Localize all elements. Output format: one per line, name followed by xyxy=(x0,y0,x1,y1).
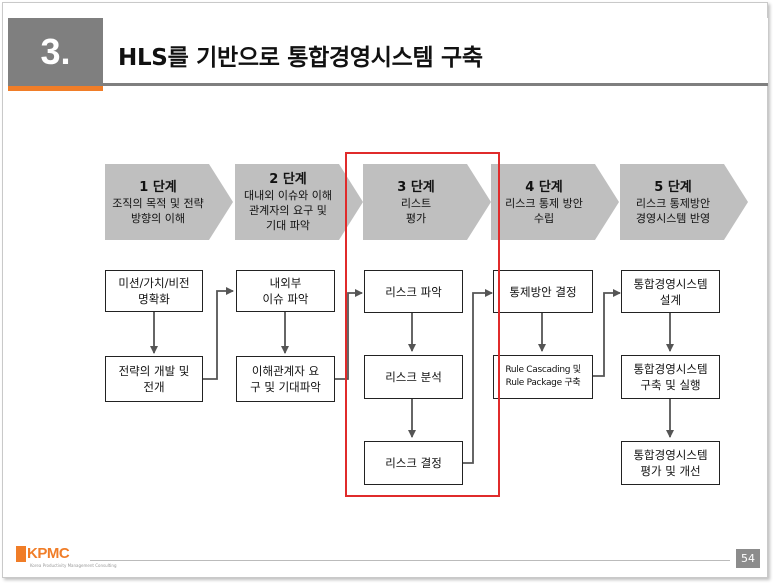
box-risk-decision: 리스크 결정 xyxy=(364,441,463,485)
stage-1-desc: 조직의 목적 및 전략 방향의 이해 xyxy=(112,196,204,225)
stage-3-highlight xyxy=(345,152,500,497)
box-mission-vision: 미션/가치/비전 명확화 xyxy=(105,270,203,312)
arrow-s4-to-s5 xyxy=(593,289,621,377)
box-rule-cascading: Rule Cascading 및 Rule Package 구축 xyxy=(493,355,593,399)
box-ims-implementation: 통합경영시스템 구축 및 실행 xyxy=(621,355,720,399)
stage-2: 2 단계 대내외 이슈와 이해 관계자의 요구 및 기대 파악 xyxy=(235,164,363,240)
stage-2-title: 2 단계 xyxy=(269,172,307,187)
logo-tagline: Korea Productivity Management Consulting xyxy=(30,563,117,568)
stage-5-desc: 리스크 통제방안 경영시스템 반영 xyxy=(635,196,711,225)
stage-4-desc: 리스크 통제 방안 수립 xyxy=(505,196,583,225)
stage-3-desc: 리스트 평가 xyxy=(400,196,432,225)
stage-1-chevron xyxy=(105,164,233,240)
logo-mark-icon xyxy=(16,545,26,562)
box-internal-external-issues: 내외부 이슈 파악 xyxy=(236,270,335,312)
footer-divider xyxy=(90,560,730,561)
stage-4-chevron xyxy=(491,164,619,240)
arrow-s1-to-s2 xyxy=(203,287,234,380)
logo-wordmark: KPMC xyxy=(27,545,70,562)
stage-5-title: 5 단계 xyxy=(654,179,692,195)
box-risk-analysis: 리스크 분석 xyxy=(364,355,463,399)
arrow-s3-to-s4 xyxy=(463,289,493,464)
stage-2-desc: 대내외 이슈와 이해 관계자의 요구 및 기대 파악 xyxy=(244,189,332,232)
stage-2-chevron xyxy=(235,164,363,240)
page-number: 54 xyxy=(736,549,760,568)
stage-5: 5 단계 리스크 통제방안 경영시스템 반영 xyxy=(620,164,748,240)
title-bar xyxy=(103,18,768,86)
stage-3-title: 3 단계 xyxy=(397,179,435,195)
stage-5-chevron xyxy=(620,164,748,240)
stage-3: 3 단계 리스트 평가 xyxy=(363,164,491,240)
stage-3-chevron xyxy=(363,164,491,240)
stage-4: 4 단계 리스크 통제 방안 수립 xyxy=(491,164,619,240)
box-risk-identification: 리스크 파악 xyxy=(364,270,463,313)
box-stakeholder-needs: 이해관계자 요 구 및 기대파악 xyxy=(236,356,335,402)
stage-1-title: 1 단계 xyxy=(139,179,177,195)
kpmc-logo: KPMC xyxy=(16,545,70,562)
stage-4-title: 4 단계 xyxy=(525,179,563,195)
section-number-accent xyxy=(8,86,103,91)
stage-1: 1 단계 조직의 목적 및 전략 방향의 이해 xyxy=(105,164,233,240)
arrow-s2-to-s3 xyxy=(335,289,363,380)
box-control-decision: 통제방안 결정 xyxy=(493,270,593,313)
box-ims-design: 통합경영시스템 설계 xyxy=(621,270,720,313)
section-number: 3. xyxy=(8,18,103,86)
page-title: HLS를 기반으로 통합경영시스템 구축 xyxy=(118,45,483,71)
box-ims-evaluation: 통합경영시스템 평가 및 개선 xyxy=(621,441,720,485)
box-strategy-development: 전략의 개발 및 전개 xyxy=(105,356,203,402)
